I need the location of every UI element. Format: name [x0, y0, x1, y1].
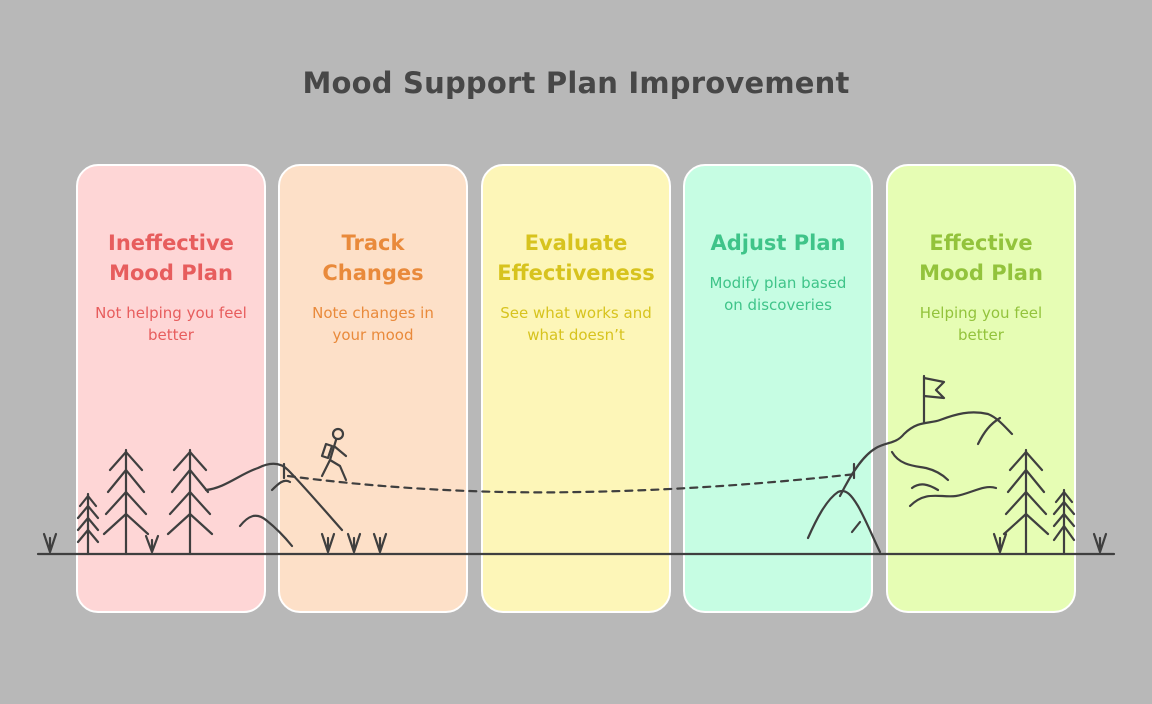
pine-tree-icon: [1002, 448, 1050, 556]
stage-card-ineffective-mood-plan: Ineffective Mood Plan Not helping you fe…: [76, 164, 266, 613]
grass-icon: [42, 532, 58, 554]
stage-description: See what works and what doesn’t: [500, 304, 652, 344]
stage-description: Not helping you feel better: [95, 304, 247, 344]
hiker-icon: [320, 427, 348, 482]
stage-title: Adjust Plan: [710, 231, 846, 255]
stage-title: Ineffective Mood Plan: [108, 231, 234, 285]
stage-description: Helping you feel better: [919, 304, 1043, 344]
mountain-detail: [850, 520, 862, 534]
mountain-ridge: [890, 450, 950, 482]
left-hill-detail: [270, 479, 292, 492]
grass-icon: [144, 534, 160, 554]
stage-card-track-changes: Track Changes Note changes in your mood: [278, 164, 468, 613]
left-hill-icon: [204, 462, 344, 532]
small-hill-icon: [238, 514, 294, 548]
journey-path: [286, 472, 858, 494]
stage-description: Modify plan based on discoveries: [709, 274, 847, 314]
stage-title: Track Changes: [322, 231, 424, 285]
stage-card-evaluate-effectiveness: Evaluate Effectiveness See what works an…: [481, 164, 671, 613]
pine-tree-icon: [102, 448, 150, 556]
mountain-ridge: [976, 416, 1002, 446]
grass-icon: [1092, 532, 1108, 554]
flag-icon: [922, 374, 946, 424]
stage-description: Note changes in your mood: [312, 304, 434, 344]
diagram-title: Mood Support Plan Improvement: [302, 66, 850, 100]
summit-mountain-icon: [838, 411, 1014, 498]
pine-tree-icon: [76, 492, 100, 556]
mountain-icon: [806, 489, 882, 554]
mountain-ridge: [908, 486, 998, 508]
stage-card-adjust-plan: Adjust Plan Modify plan based on discove…: [683, 164, 873, 613]
pine-tree-icon: [1052, 488, 1076, 556]
grass-icon: [346, 532, 362, 554]
stage-title: Effective Mood Plan: [919, 231, 1043, 285]
grass-icon: [372, 532, 388, 554]
pine-tree-icon: [166, 448, 214, 556]
grass-icon: [320, 532, 336, 554]
mountain-ridge: [910, 483, 940, 492]
stage-card-effective-mood-plan: Effective Mood Plan Helping you feel bet…: [886, 164, 1076, 613]
grass-icon: [992, 532, 1008, 554]
stage-title: Evaluate Effectiveness: [497, 231, 655, 285]
